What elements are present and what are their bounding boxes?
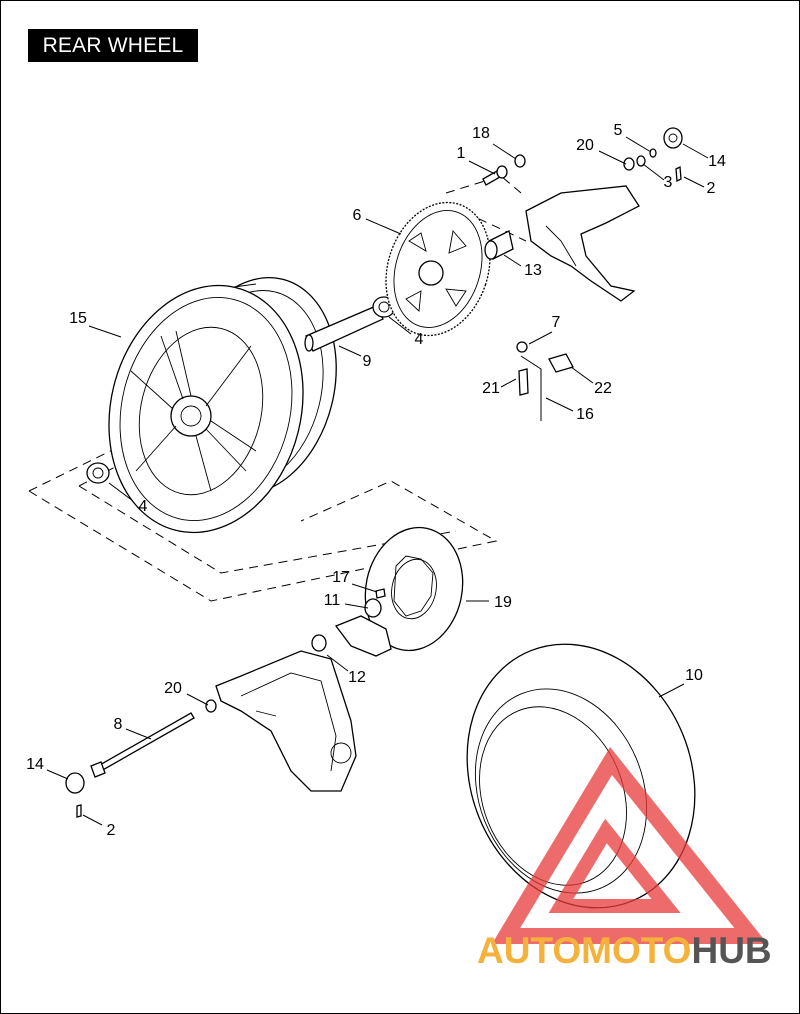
callout-leader-c6 — [365, 218, 402, 235]
spacer-11 — [364, 598, 382, 618]
callout-number-c21: 21 — [482, 380, 500, 397]
watermark-logo — [491, 747, 768, 944]
callout-number-c22: 22 — [594, 380, 612, 397]
callout-leader-c9 — [338, 345, 362, 357]
washer-18 — [514, 154, 526, 168]
callout-leader-c8 — [125, 728, 152, 740]
callout-leader-c10 — [658, 683, 685, 698]
callout-leader-c5 — [625, 136, 652, 153]
callout-leader-c16 — [545, 397, 574, 412]
callout-number-c20a: 20 — [576, 137, 594, 154]
swingarm-right — [525, 185, 640, 302]
rear-tire — [466, 643, 696, 909]
callout-leader-c20b — [186, 693, 209, 706]
callout-leader-c17 — [351, 583, 378, 593]
callout-number-c15: 15 — [69, 310, 87, 327]
callout-number-c20b: 20 — [164, 680, 182, 697]
watermark-text: AUTOMOTOHUB — [477, 930, 772, 971]
callout-leader-c15 — [88, 325, 122, 338]
callout-leader-c2a — [683, 176, 705, 188]
callout-leader-c18a — [492, 143, 517, 160]
washer-5 — [649, 148, 657, 158]
sprocket-bolt — [482, 165, 508, 186]
callout-number-c2b: 2 — [107, 822, 116, 839]
callout-leader-c1 — [468, 160, 496, 175]
callout-number-c3: 3 — [664, 174, 673, 191]
watermark-part2: HUB — [691, 930, 771, 971]
callout-leader-c4b — [108, 482, 134, 502]
callout-leader-c4a — [388, 316, 412, 335]
brake-rotor — [364, 526, 464, 652]
rear-sprocket — [385, 201, 491, 337]
callout-leader-c7 — [528, 331, 553, 345]
rear-axle — [90, 712, 195, 778]
nut-3 — [636, 155, 646, 167]
screw-17 — [375, 588, 386, 599]
callout-leader-c12 — [326, 654, 349, 672]
washer-20-lower — [205, 699, 217, 713]
valve-stem-assembly — [516, 341, 574, 421]
page-title: REAR WHEEL — [28, 29, 198, 62]
axle-cap-upper — [663, 127, 683, 149]
callout-number-c18a: 18 — [472, 125, 490, 142]
callout-number-c12: 12 — [348, 669, 366, 686]
callout-number-c6: 6 — [353, 207, 362, 224]
callout-number-c16: 16 — [576, 406, 594, 423]
callout-number-c8: 8 — [114, 716, 123, 733]
callout-leader-c20a — [598, 150, 627, 165]
rear-wheel-rim — [108, 276, 337, 534]
axle-cap-lower — [65, 772, 85, 794]
washer-20-upper — [623, 157, 635, 171]
callout-leader-c22 — [570, 366, 594, 384]
callout-number-c17: 17 — [332, 569, 350, 586]
callout-number-c10: 10 — [685, 667, 703, 684]
callout-number-c11: 11 — [324, 592, 341, 609]
callout-number-c9: 9 — [363, 353, 372, 370]
callout-layer: 18 1 20 5 3 14 2 6 13 15 4 9 7 22 21 16 4 17 11 19 12 10 20 8 14… — [26, 122, 726, 839]
watermark-part1: AUTOMOTO — [477, 930, 691, 971]
callout-number-c5: 5 — [614, 122, 623, 139]
callout-number-c19: 19 — [494, 594, 512, 611]
callout-number-c4a: 4 — [415, 331, 424, 348]
callout-leader-c2b — [82, 814, 103, 826]
callout-leader-c11 — [344, 603, 369, 609]
sprocket-spacer — [484, 230, 514, 260]
callout-leader-c14b — [46, 769, 69, 780]
set-screw-upper — [675, 165, 682, 183]
callout-number-c14a: 14 — [708, 153, 726, 170]
callout-leader-c3 — [642, 163, 665, 181]
wheel-bearing-lower — [86, 462, 110, 484]
callout-number-c14b: 14 — [26, 756, 44, 773]
callout-number-c7: 7 — [552, 314, 561, 331]
caliper-bracket — [311, 615, 392, 657]
callout-leader-c21 — [500, 378, 517, 388]
axle-spacer — [304, 305, 384, 352]
callout-leader-c14a — [682, 143, 709, 159]
callout-number-c1: 1 — [457, 145, 466, 162]
callout-leader-c13 — [503, 254, 522, 267]
set-screw-lower — [76, 804, 82, 818]
callout-number-c4b: 4 — [139, 498, 148, 515]
callout-number-c2a: 2 — [707, 180, 716, 197]
swingarm-left — [215, 650, 357, 792]
callout-number-c13: 13 — [524, 262, 542, 279]
